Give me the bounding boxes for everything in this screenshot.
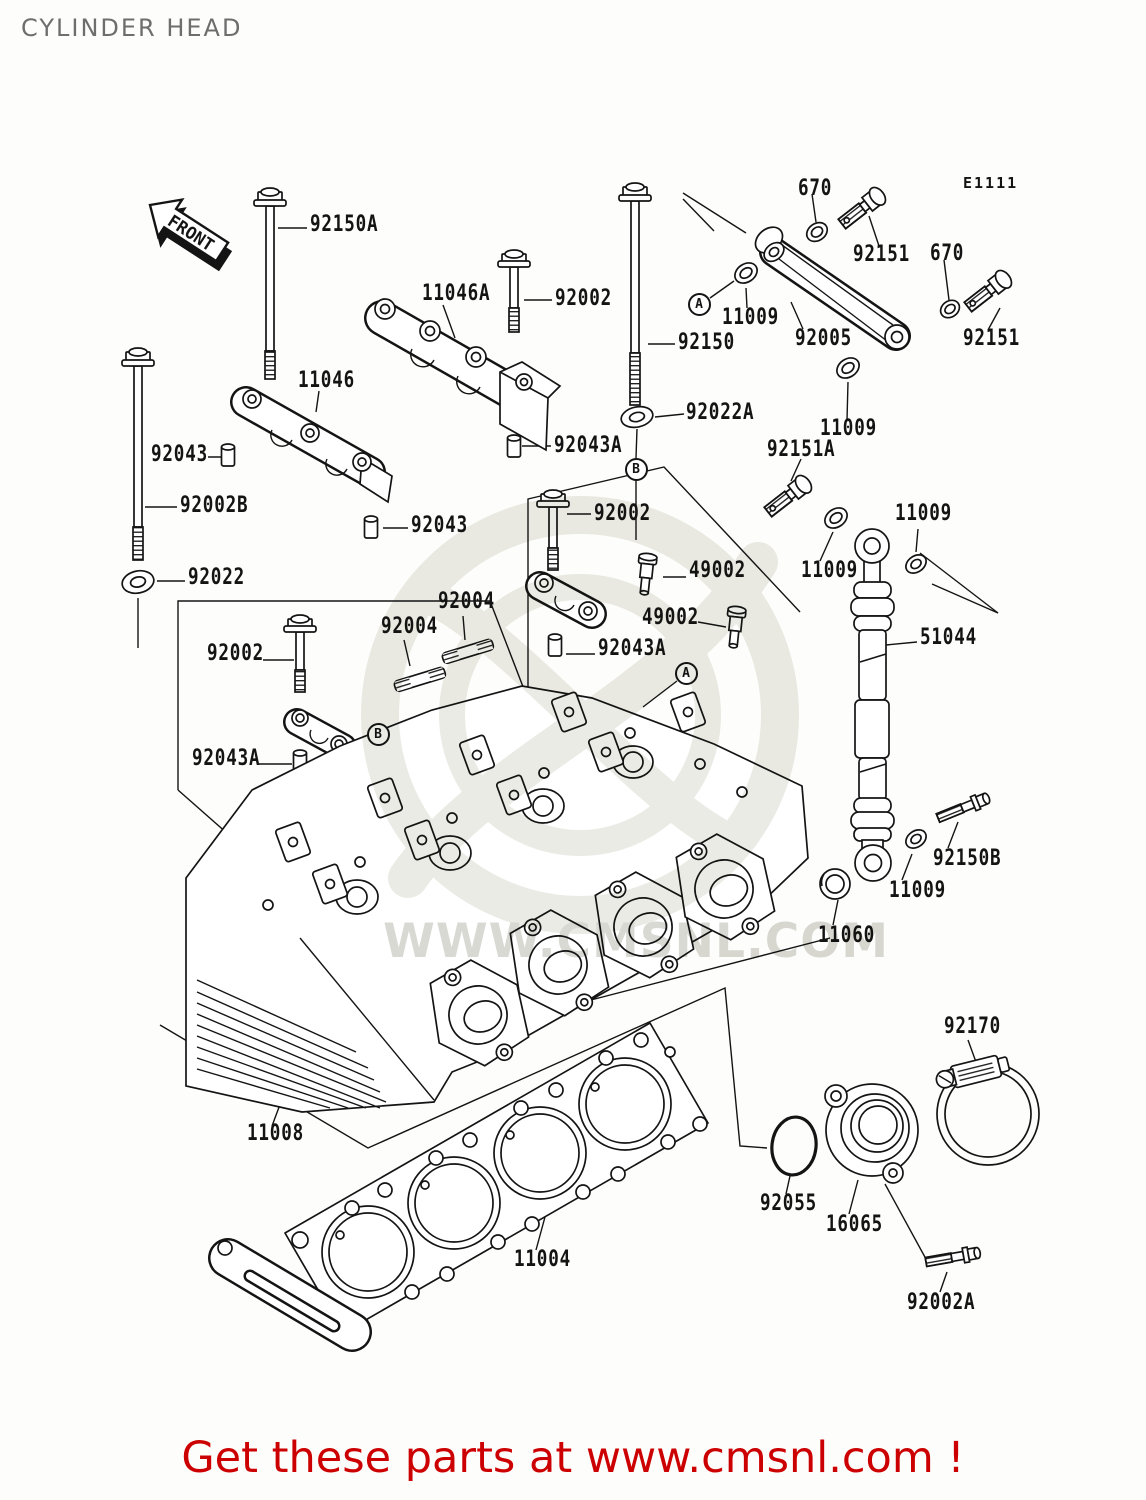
part-bolt-92150 [618, 182, 652, 406]
part-cap-middle [525, 571, 607, 629]
callout-a: A [687, 292, 711, 316]
part-label-92150: 92150 [678, 330, 735, 355]
part-washers [121, 221, 961, 1177]
part-bushing-11060 [819, 868, 851, 900]
part-label-92002a: 92002A [907, 1290, 976, 1315]
part-bolt-92002-mid [536, 489, 570, 571]
part-label-92022: 92022 [188, 565, 245, 590]
part-banjo-bolts-92151 [760, 183, 1016, 521]
part-label-11009: 11009 [895, 501, 952, 526]
part-label-670: 670 [798, 176, 833, 201]
part-oring-92055 [770, 1115, 818, 1177]
part-label-92043: 92043 [411, 513, 468, 538]
part-bolt-92150b [934, 789, 993, 826]
part-cap-11046a [364, 298, 562, 452]
part-label-92150b: 92150B [933, 846, 1002, 871]
front-arrow: FRONT [148, 197, 233, 272]
part-label-49002: 49002 [642, 605, 699, 630]
part-label-92002: 92002 [594, 501, 651, 526]
part-label-92002b: 92002B [180, 493, 249, 518]
part-label-11046a: 11046A [422, 281, 491, 306]
part-label-92043: 92043 [151, 442, 208, 467]
part-studs-92004 [392, 637, 496, 694]
part-label-92151: 92151 [963, 326, 1020, 351]
part-label-92005: 92005 [795, 326, 852, 351]
part-label-11009: 11009 [722, 305, 779, 330]
part-label-92151a: 92151A [767, 437, 836, 462]
part-label-92004: 92004 [438, 589, 495, 614]
part-label-92151: 92151 [853, 242, 910, 267]
part-label-11004: 11004 [514, 1247, 571, 1272]
footer-banner: Get these parts at www.cmsnl.com ! [181, 1433, 965, 1483]
part-bolt-92150a [253, 187, 287, 380]
part-label-92004: 92004 [381, 614, 438, 639]
part-label-11046: 11046 [298, 368, 355, 393]
part-label-11008: 11008 [247, 1121, 304, 1146]
part-label-11009: 11009 [889, 878, 946, 903]
part-bolt-92002-top [497, 249, 531, 333]
part-oil-hose-51044 [850, 528, 895, 882]
part-label-51044: 51044 [920, 625, 977, 650]
part-label-92043a: 92043A [554, 433, 623, 458]
part-label-49002: 49002 [689, 558, 746, 583]
part-label-16065: 16065 [826, 1212, 883, 1237]
part-label-11009: 11009 [801, 558, 858, 583]
part-label-11009: 11009 [820, 416, 877, 441]
part-head-gasket-11004 [208, 1022, 709, 1352]
part-clamp-92170 [935, 1054, 1040, 1166]
page-title: CYLINDER HEAD [21, 14, 243, 42]
part-label-92055: 92055 [760, 1191, 817, 1216]
part-label-92002: 92002 [555, 286, 612, 311]
part-label-92002: 92002 [207, 641, 264, 666]
part-label-670: 670 [930, 241, 965, 266]
callout-b: B [624, 457, 648, 481]
part-label-92170: 92170 [944, 1014, 1001, 1039]
part-holder-16065 [824, 1083, 919, 1184]
part-label-92043a: 92043A [598, 636, 667, 661]
callout-b: B [366, 722, 390, 746]
part-oil-pipe-92005 [754, 226, 911, 351]
part-cylinder-head-11008 [185, 685, 809, 1113]
part-label-92150a: 92150A [310, 212, 379, 237]
diagram-code: E1111 [963, 174, 1019, 192]
part-bolt-92002b [121, 347, 155, 561]
part-label-11060: 11060 [818, 923, 875, 948]
part-bolt-92002a [923, 1244, 983, 1271]
part-bolt-92002-left [283, 614, 317, 693]
part-cap-11046 [230, 386, 393, 504]
callout-a: A [674, 661, 698, 685]
part-label-92043a: 92043A [192, 746, 261, 771]
part-label-92022a: 92022A [686, 400, 755, 425]
